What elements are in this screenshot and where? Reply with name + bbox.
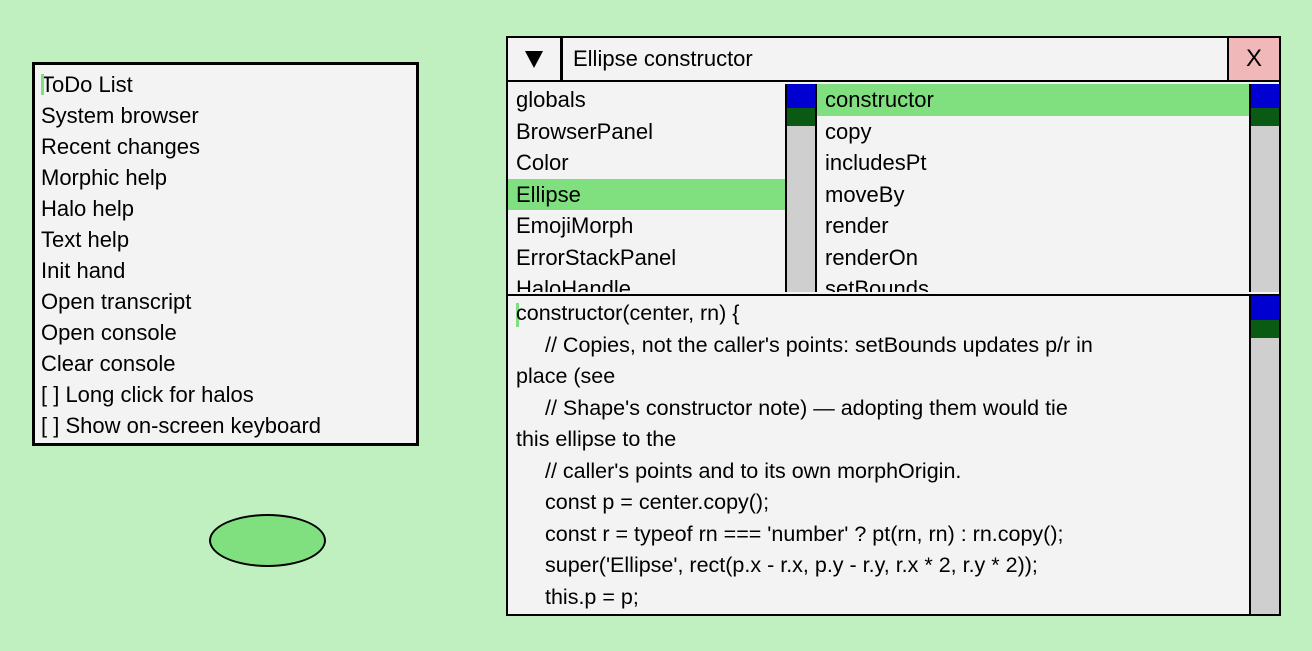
class-list-item[interactable]: EmojiMorph [516, 213, 634, 238]
source-line: // caller's points and to its own morphO… [545, 458, 962, 483]
ellipse-morph[interactable] [209, 514, 326, 567]
menu-item[interactable]: Clear console [41, 351, 176, 376]
source-line: this ellipse to the [516, 427, 677, 451]
source-line: this.p = p; [545, 584, 639, 609]
text-cursor [516, 303, 519, 327]
menu-item[interactable]: Open transcript [41, 289, 192, 314]
class-list-item[interactable]: ErrorStackPanel [516, 244, 677, 270]
method-list-item[interactable]: includesPt [825, 150, 927, 175]
menu-item[interactable]: Text help [41, 227, 130, 252]
class-list-item[interactable]: BrowserPanel [516, 118, 653, 144]
menu-item[interactable]: Recent changes [41, 134, 200, 159]
source-line: const p = center.copy(); [545, 490, 770, 514]
source-code-editor[interactable]: constructor(center, rn) { // Copies, not … [508, 298, 1245, 614]
menu-item[interactable]: ToDo List [35, 69, 416, 100]
class-list-scrollbar[interactable] [785, 84, 815, 292]
triangle-down-icon [525, 51, 543, 68]
source-line: place (see [516, 364, 616, 388]
class-list-item[interactable]: globals [516, 87, 586, 112]
source-line: super('Ellipse', rect(p.x - r.x, p.y - r… [545, 553, 1038, 577]
scroll-thumb-bottom[interactable] [1251, 108, 1279, 126]
method-list-item[interactable]: constructor [817, 84, 1279, 116]
method-list-item[interactable]: renderOn [825, 244, 918, 270]
class-list-item[interactable]: HaloHandle [516, 276, 631, 292]
title-bar[interactable]: Ellipse constructor X [508, 38, 1279, 82]
source-line: const r = typeof rn === 'number' ? pt(rn… [545, 521, 1064, 546]
source-scrollbar[interactable] [1249, 296, 1279, 614]
source-line: constructor(center, rn) { [516, 301, 740, 325]
menu-item[interactable]: [ ] Long click for halos [41, 382, 254, 407]
scroll-thumb-top[interactable] [1251, 84, 1279, 108]
method-list-item[interactable]: moveBy [825, 181, 905, 207]
menu-item[interactable]: Morphic help [41, 165, 167, 190]
method-list-item[interactable]: render [825, 213, 889, 238]
menu-item[interactable]: [ ] Show on-screen keyboard [41, 413, 322, 438]
menu-item[interactable]: Halo help [41, 196, 134, 221]
class-list-item[interactable]: Color [516, 150, 569, 175]
scroll-thumb-bottom[interactable] [787, 108, 815, 126]
scroll-thumb-top[interactable] [787, 84, 815, 108]
source-line: this.r = r; [516, 613, 1245, 614]
source-line: // Shape's constructor note) — adopting … [545, 395, 1068, 420]
method-list-scrollbar[interactable] [1249, 84, 1279, 292]
source-line: // Copies, not the caller's points: setB… [545, 332, 1093, 357]
close-button[interactable]: X [1227, 38, 1279, 80]
scroll-thumb-top[interactable] [1251, 296, 1279, 320]
source-code-pane[interactable]: constructor(center, rn) { // Copies, not … [508, 294, 1279, 614]
menu-item[interactable]: System browser [41, 103, 199, 128]
collapse-button[interactable] [508, 38, 563, 80]
menu-item[interactable]: Init hand [41, 258, 126, 283]
method-list-item[interactable]: setBounds [825, 276, 929, 292]
menu-item[interactable]: Open console [41, 320, 177, 345]
window-title: Ellipse constructor [573, 46, 753, 71]
class-list-item[interactable]: Ellipse [508, 178, 815, 210]
scroll-thumb-bottom[interactable] [1251, 320, 1279, 338]
method-list-item[interactable]: copy [825, 118, 872, 144]
